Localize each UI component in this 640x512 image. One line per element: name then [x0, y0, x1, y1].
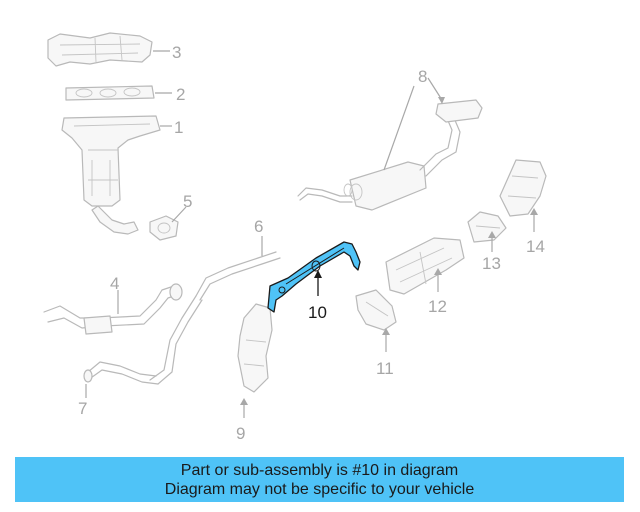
- callout-9[interactable]: 9: [236, 424, 245, 443]
- part-12-resonator-shield[interactable]: [385, 237, 465, 295]
- callout-6[interactable]: 6: [254, 217, 263, 236]
- callout-8[interactable]: 8: [418, 67, 427, 86]
- part-10-bracket-highlighted[interactable]: [267, 241, 361, 313]
- callout-12[interactable]: 12: [428, 297, 447, 316]
- part-2-gasket[interactable]: [65, 85, 155, 101]
- part-1-exhaust-manifold[interactable]: [61, 115, 161, 235]
- callout-2[interactable]: 2: [176, 85, 185, 104]
- part-5-gasket[interactable]: [149, 215, 179, 241]
- callout-3[interactable]: 3: [172, 43, 181, 62]
- callout-4[interactable]: 4: [110, 274, 119, 293]
- part-3-heat-shield[interactable]: [47, 32, 153, 67]
- part-11-heat-shield[interactable]: [355, 289, 397, 331]
- info-banner: Part or sub-assembly is #10 in diagram D…: [15, 457, 624, 502]
- callout-11[interactable]: 11: [376, 359, 394, 378]
- callout-5[interactable]: 5: [183, 192, 192, 211]
- leader-5: [171, 206, 187, 223]
- leader-8: [383, 85, 415, 171]
- banner-line-1: Part or sub-assembly is #10 in diagram: [180, 462, 459, 479]
- callout-14[interactable]: 14: [526, 237, 545, 256]
- callout-7[interactable]: 7: [78, 399, 87, 418]
- part-8-muffler[interactable]: [297, 99, 483, 211]
- leader-8b: [427, 77, 443, 101]
- part-9-heat-shield[interactable]: [237, 303, 273, 393]
- callout-1[interactable]: 1: [174, 118, 183, 137]
- callout-13[interactable]: 13: [482, 254, 501, 273]
- part-7-intermediate-pipe[interactable]: [83, 361, 159, 385]
- part-6-exhaust-pipe[interactable]: [149, 251, 281, 385]
- part-4-front-pipe[interactable]: [43, 283, 183, 335]
- part-14-heat-shield[interactable]: [499, 159, 547, 217]
- part-13-bracket[interactable]: [467, 211, 507, 243]
- callout-10[interactable]: 10: [308, 303, 327, 322]
- banner-line-2: Diagram may not be specific to your vehi…: [164, 481, 475, 498]
